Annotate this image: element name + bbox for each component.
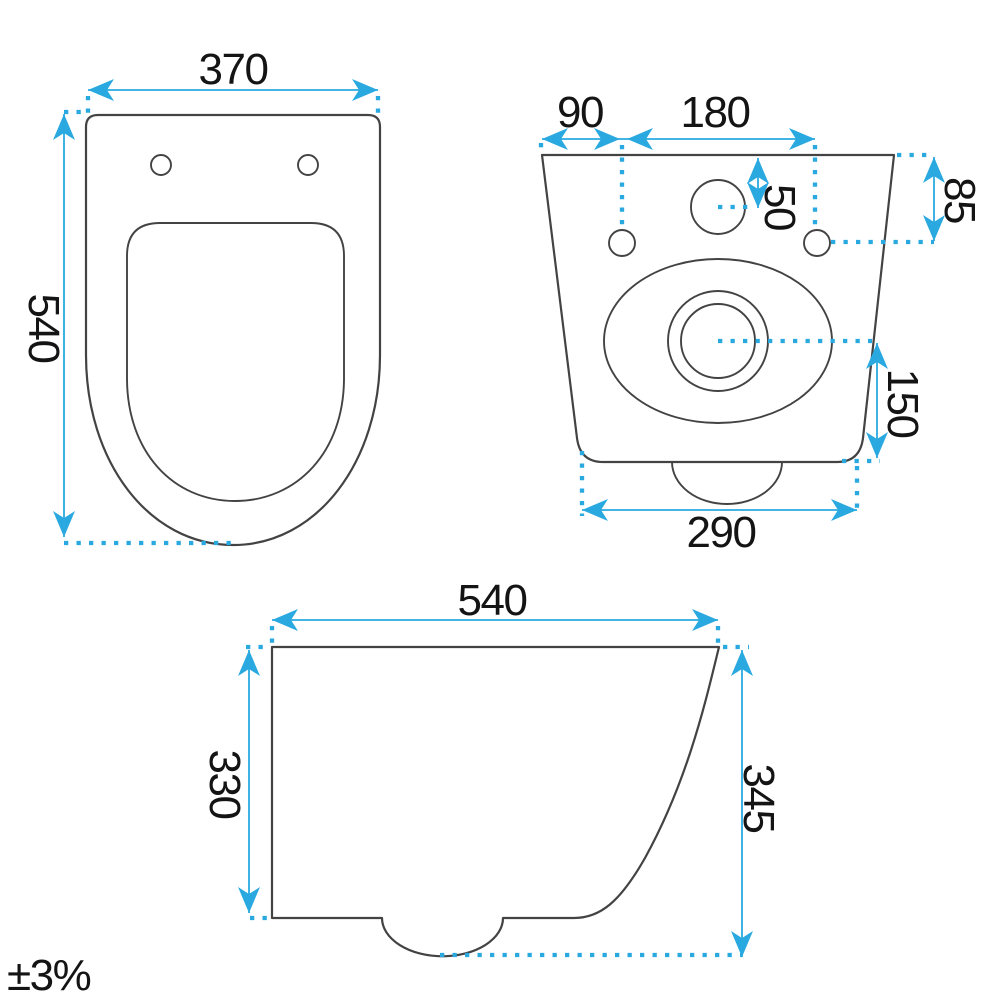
- dim-label-180: 180: [681, 88, 750, 137]
- dim-inlet-drop: 50: [718, 158, 804, 230]
- tolerance-note: ±3%: [7, 951, 91, 1000]
- dim-arrow: [923, 157, 945, 183]
- dim-label-290: 290: [687, 508, 756, 557]
- dim-label-540-top-view: 540: [19, 294, 68, 363]
- dim-arrow: [542, 128, 568, 150]
- rear-view-drain-pipe: [671, 461, 783, 505]
- dim-hole-offset: 90 180: [538, 88, 818, 230]
- dim-arrow: [731, 650, 753, 676]
- rear-view-fixing-hole-left: [608, 229, 636, 257]
- top-view-mounting-hole-left: [150, 154, 172, 176]
- dim-arrow: [594, 128, 620, 150]
- dim-arrow: [272, 609, 298, 631]
- dim-arrow: [53, 114, 75, 140]
- dim-arrow: [866, 343, 888, 369]
- dim-arrow: [789, 128, 815, 150]
- dim-top-length: 540: [19, 109, 237, 546]
- top-view-outer-outline: [84, 113, 382, 547]
- dim-arrow: [627, 128, 653, 150]
- dim-label-85: 85: [935, 177, 984, 223]
- dim-arrow: [747, 158, 769, 184]
- side-view: 540 330 345: [200, 576, 783, 958]
- dim-label-540-side-view: 540: [458, 576, 527, 625]
- dim-label-50: 50: [755, 184, 804, 230]
- top-view-seat-opening: [126, 222, 345, 502]
- dim-label-370: 370: [199, 45, 268, 94]
- dim-outlet-height: 150: [718, 338, 927, 464]
- dim-label-345: 345: [734, 764, 783, 833]
- dim-hole-drop: 85: [831, 152, 984, 245]
- top-view: 370 540: [19, 45, 382, 547]
- dim-arrow: [692, 609, 718, 631]
- dim-top-width: 370: [85, 45, 381, 113]
- side-view-body-outline: [270, 645, 721, 958]
- dim-arrow: [582, 499, 608, 521]
- dim-arrow: [866, 432, 888, 458]
- rear-view: 90 180 50 85 150: [538, 88, 984, 557]
- dim-front-height: 345: [440, 644, 783, 958]
- rear-view-body-outline: [540, 153, 896, 464]
- rear-view-fixing-hole-right: [803, 229, 831, 257]
- dim-arrow: [747, 182, 769, 208]
- dim-base-width: 290: [579, 451, 860, 557]
- dim-label-330: 330: [200, 750, 249, 819]
- dim-arrow: [238, 887, 260, 913]
- dim-arrow: [53, 511, 75, 537]
- dim-label-90: 90: [557, 88, 603, 137]
- dim-arrow: [88, 79, 114, 101]
- dim-arrow: [352, 79, 378, 101]
- dim-rear-height: 330: [200, 644, 269, 921]
- dim-label-150: 150: [878, 369, 927, 438]
- top-view-mounting-hole-right: [297, 154, 319, 176]
- dim-arrow: [731, 931, 753, 957]
- dim-arrow: [238, 650, 260, 676]
- dim-arrow: [831, 499, 857, 521]
- rear-view-outlet-inner: [680, 303, 756, 379]
- dim-depth: 540: [269, 576, 721, 644]
- dim-arrow: [923, 215, 945, 241]
